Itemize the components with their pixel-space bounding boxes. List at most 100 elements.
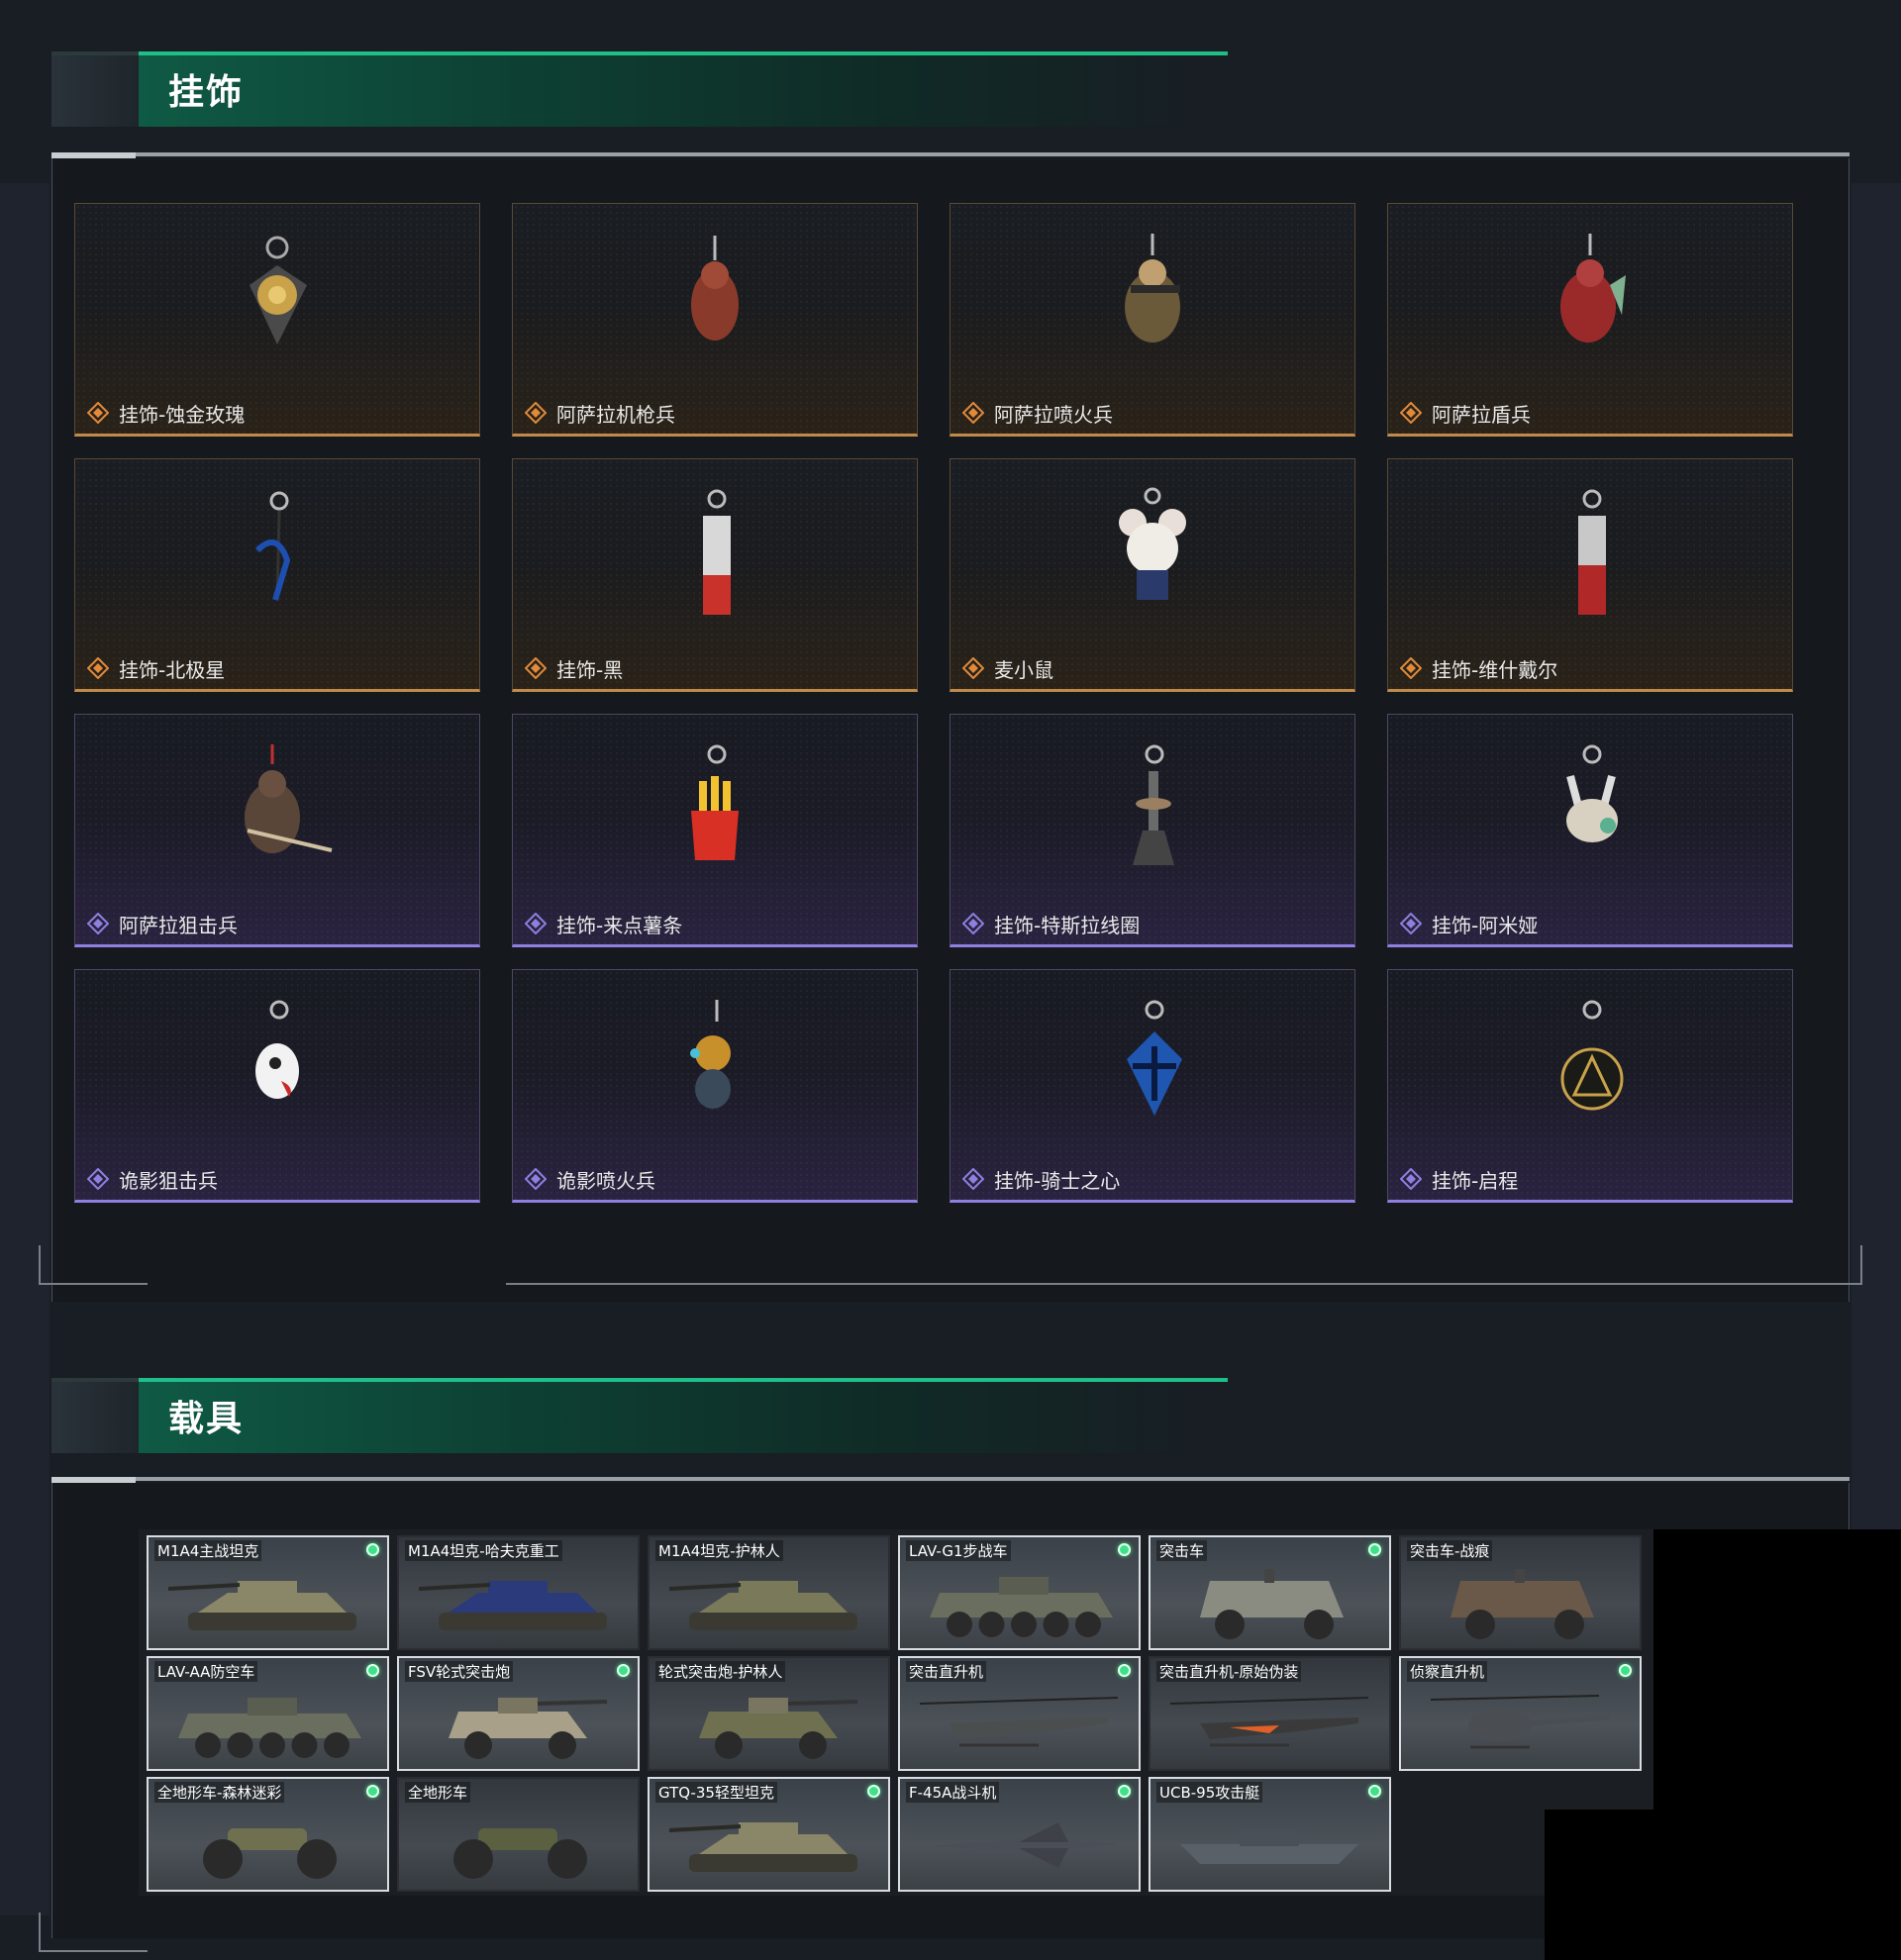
pendant-name: 阿萨拉狙击兵 — [119, 914, 238, 937]
vehicle-tile[interactable]: LAV-AA防空车 — [147, 1656, 389, 1771]
vehicle-image — [1451, 1569, 1594, 1639]
pendant-card[interactable]: 挂饰-蚀金玫瑰 — [74, 203, 480, 437]
vehicle-name: 突击直升机 — [906, 1661, 987, 1682]
pendant-card[interactable]: 挂饰-特斯拉线圈 — [950, 714, 1355, 947]
ghost-sniper-pendant-icon — [255, 1000, 299, 1099]
black-tag-pendant-icon — [703, 489, 731, 615]
vehicle-tile[interactable]: 突击直升机 — [898, 1656, 1141, 1771]
header-stub — [51, 51, 139, 127]
pendant-name: 挂饰-黑 — [556, 658, 624, 682]
vehicle-image — [920, 1697, 1119, 1747]
panel-corner-left — [39, 1912, 148, 1952]
pendant-grid: 挂饰-蚀金玫瑰阿萨拉机枪兵阿萨拉喷火兵阿萨拉盾兵挂饰-北极星挂饰-黑麦小鼠挂饰-… — [74, 203, 1793, 1203]
rose-medallion-pendant-icon — [250, 236, 307, 344]
pendant-name: 挂饰-蚀金玫瑰 — [119, 403, 246, 427]
blank-area — [1545, 1810, 1901, 1960]
vehicle-tile[interactable]: 突击直升机-原始伪装 — [1149, 1656, 1391, 1771]
vehicle-tile[interactable]: 突击车 — [1149, 1535, 1391, 1650]
vehicle-name: F-45A战斗机 — [906, 1782, 1000, 1803]
owned-indicator-icon — [366, 1785, 379, 1798]
pendant-card[interactable]: 挂饰-来点薯条 — [512, 714, 918, 947]
machine-gunner-pendant-icon — [691, 236, 739, 341]
fries-pendant-icon — [691, 744, 739, 860]
blank-area — [1653, 1529, 1901, 1812]
vehicle-name: 全地形车-森林迷彩 — [154, 1782, 285, 1803]
vehicle-image — [1180, 1830, 1358, 1864]
vehicle-tile[interactable]: 全地形车 — [397, 1777, 640, 1892]
pendant-card[interactable]: 阿萨拉机枪兵 — [512, 203, 918, 437]
vehicle-image — [930, 1822, 1118, 1868]
vehicle-tile[interactable]: 侦察直升机 — [1399, 1656, 1642, 1771]
vehicle-image — [449, 1698, 608, 1759]
sniper-pendant-icon — [245, 744, 333, 853]
pendant-card[interactable]: 诡影喷火兵 — [512, 969, 918, 1203]
vehicle-name: GTQ-35轻型坦克 — [655, 1782, 777, 1803]
vehicle-name: M1A4主战坦克 — [154, 1540, 262, 1561]
wisadel-tag-pendant-icon — [1578, 489, 1606, 615]
background-side-left — [0, 183, 50, 1915]
vehicles-section-title: 载具 — [168, 1399, 245, 1439]
pendant-card[interactable]: 挂饰-阿米娅 — [1387, 714, 1793, 947]
vehicle-tile[interactable]: 轮式突击炮-护林人 — [648, 1656, 890, 1771]
pendant-name: 挂饰-启程 — [1432, 1169, 1519, 1193]
vehicle-image — [203, 1828, 337, 1879]
vehicle-image — [669, 1581, 857, 1630]
pendant-name: 挂饰-北极星 — [119, 658, 226, 682]
owned-indicator-icon — [1368, 1543, 1381, 1556]
vehicle-tile[interactable]: UCB-95攻击艇 — [1149, 1777, 1391, 1892]
vehicles-section-rule — [51, 1477, 1850, 1483]
pendant-name: 阿萨拉机枪兵 — [556, 403, 675, 427]
ghost-flamethrower-pendant-icon — [690, 1000, 731, 1109]
vehicle-image — [419, 1581, 607, 1630]
vehicle-tile[interactable]: 突击车-战痕 — [1399, 1535, 1642, 1650]
pendant-card[interactable]: 阿萨拉狙击兵 — [74, 714, 480, 947]
vehicle-tile[interactable]: F-45A战斗机 — [898, 1777, 1141, 1892]
vehicle-image — [453, 1828, 587, 1879]
pendant-name: 挂饰-特斯拉线圈 — [994, 914, 1141, 937]
owned-indicator-icon — [366, 1543, 379, 1556]
panel-corner-left — [39, 1245, 148, 1285]
pendant-name: 挂饰-阿米娅 — [1432, 914, 1539, 937]
mouse-pendant-icon — [1119, 487, 1186, 600]
vehicle-name: LAV-AA防空车 — [154, 1661, 258, 1682]
pendant-card[interactable]: 阿萨拉喷火兵 — [950, 203, 1355, 437]
pendant-card[interactable]: 挂饰-北极星 — [74, 458, 480, 692]
pendant-name: 麦小鼠 — [994, 658, 1053, 682]
vehicle-image — [1430, 1695, 1610, 1749]
vehicle-tile[interactable]: M1A4坦克-哈夫克重工 — [397, 1535, 640, 1650]
pendant-card[interactable]: 阿萨拉盾兵 — [1387, 203, 1793, 437]
vehicle-name: 突击车 — [1156, 1540, 1208, 1561]
vehicle-tile[interactable]: M1A4坦克-护林人 — [648, 1535, 890, 1650]
shield-soldier-pendant-icon — [1560, 234, 1626, 343]
pendant-card[interactable]: 挂饰-黑 — [512, 458, 918, 692]
pendant-card[interactable]: 挂饰-骑士之心 — [950, 969, 1355, 1203]
vehicle-image — [1170, 1697, 1369, 1747]
pendant-name: 挂饰-维什戴尔 — [1432, 658, 1558, 682]
vehicle-name: M1A4坦克-哈夫克重工 — [405, 1540, 562, 1561]
owned-indicator-icon — [366, 1664, 379, 1677]
vehicle-image — [930, 1577, 1113, 1637]
pendant-card[interactable]: 麦小鼠 — [950, 458, 1355, 692]
vehicle-image — [1200, 1569, 1344, 1639]
pendant-card[interactable]: 挂饰-启程 — [1387, 969, 1793, 1203]
vehicle-tile[interactable]: M1A4主战坦克 — [147, 1535, 389, 1650]
vehicle-tile[interactable]: 全地形车-森林迷彩 — [147, 1777, 389, 1892]
owned-indicator-icon — [617, 1664, 630, 1677]
vehicles-section-header: 载具 — [51, 1378, 1850, 1453]
vehicle-name: M1A4坦克-护林人 — [655, 1540, 783, 1561]
owned-indicator-icon — [867, 1785, 880, 1798]
owned-indicator-icon — [1118, 1785, 1131, 1798]
pendant-card[interactable]: 挂饰-维什戴尔 — [1387, 458, 1793, 692]
amiya-pendant-icon — [1566, 744, 1618, 842]
vehicle-name: UCB-95攻击艇 — [1156, 1782, 1263, 1803]
pendant-card[interactable]: 诡影狙击兵 — [74, 969, 480, 1203]
vehicle-tile[interactable]: FSV轮式突击炮 — [397, 1656, 640, 1771]
vehicle-name: FSV轮式突击炮 — [405, 1661, 514, 1682]
header-bar — [139, 51, 1228, 127]
pendants-section-title: 挂饰 — [168, 72, 245, 113]
pendant-name: 诡影狙击兵 — [119, 1169, 218, 1193]
vehicle-tile[interactable]: GTQ-35轻型坦克 — [648, 1777, 890, 1892]
vehicle-tile[interactable]: LAV-G1步战车 — [898, 1535, 1141, 1650]
knight-heart-pendant-icon — [1127, 1000, 1182, 1116]
vehicle-image — [178, 1698, 361, 1758]
